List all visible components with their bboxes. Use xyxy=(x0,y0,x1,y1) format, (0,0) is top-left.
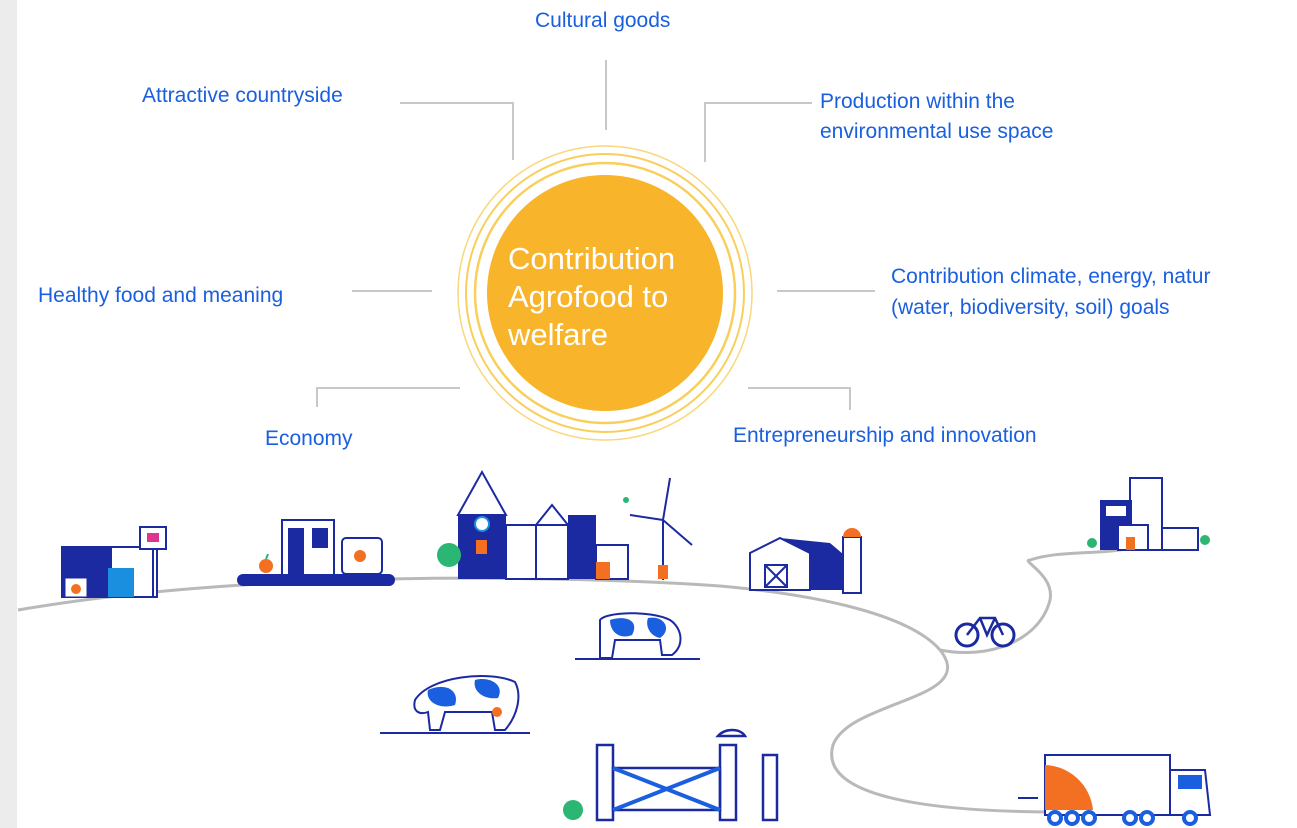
center-title-line3: welfare xyxy=(508,317,608,352)
wind-turbine-icon xyxy=(629,477,693,580)
connector-lines xyxy=(316,60,875,410)
grazing-cow-icon-1 xyxy=(575,612,700,660)
supermarket-icon xyxy=(61,526,167,598)
village-church-icon xyxy=(437,469,629,580)
label-climate-line2: (water, biodiversity, soil) goals xyxy=(891,296,1170,319)
label-healthy-food: Healthy food and meaning xyxy=(38,284,284,307)
label-attractive-countryside: Attractive countryside xyxy=(142,84,343,107)
contribution-sun xyxy=(457,145,753,441)
farm-gate-icon xyxy=(563,728,779,822)
center-title-line1: Contribution xyxy=(508,241,676,276)
label-entrepreneurship: Entrepreneurship and innovation xyxy=(733,424,1037,447)
connector-entrepreneurship xyxy=(748,387,851,410)
bicycle-icon xyxy=(954,616,1016,648)
label-production-line2: environmental use space xyxy=(820,120,1054,143)
connector-countryside xyxy=(400,102,514,160)
landscape-ground xyxy=(17,546,1131,814)
label-economy: Economy xyxy=(265,427,353,450)
grazing-cow-icon-2 xyxy=(380,675,530,734)
center-title-line2: Agrofood to xyxy=(508,279,669,314)
barn-silo-icon xyxy=(749,528,862,594)
label-production-line1: Production within the xyxy=(820,90,1015,113)
delivery-truck-icon xyxy=(1018,754,1212,826)
connector-production xyxy=(704,102,812,162)
label-cultural-goods: Cultural goods xyxy=(535,9,671,32)
label-climate-line1: Contribution climate, energy, natur xyxy=(891,265,1211,288)
left-margin-bar xyxy=(0,0,17,828)
food-factory-icon xyxy=(237,519,395,586)
city-buildings-icon xyxy=(1087,477,1210,551)
connector-economy xyxy=(316,387,460,407)
center-title: Contribution Agrofood to welfare xyxy=(508,240,728,354)
